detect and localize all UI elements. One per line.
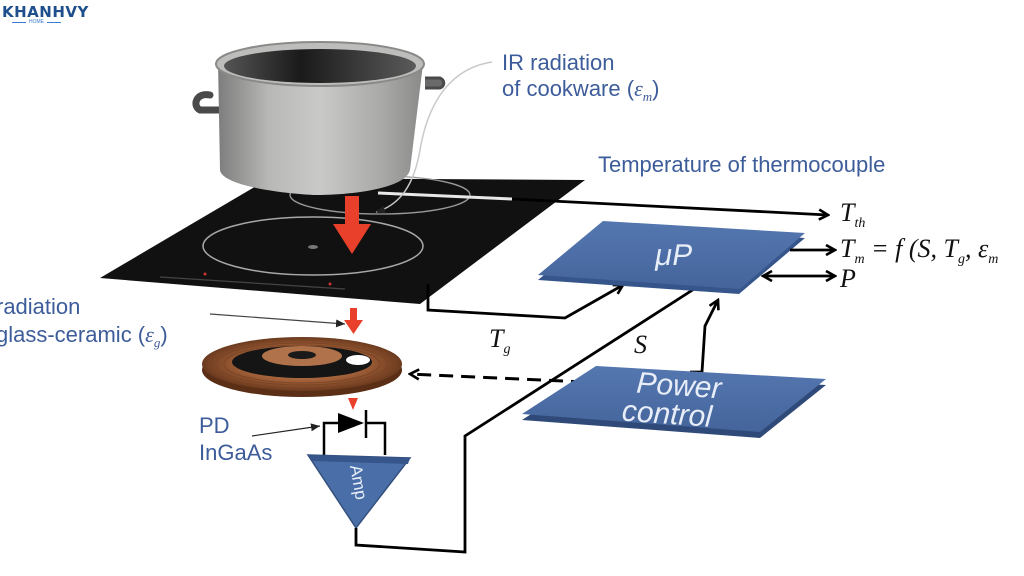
ir-cookware-label-line2: of cookware (εm) <box>502 76 659 109</box>
ir-glass-pointer <box>209 313 346 328</box>
pd-label-line2: InGaAs <box>199 440 273 465</box>
photodiode-icon <box>322 410 387 455</box>
amplifier-block <box>306 454 412 530</box>
logo-brand-text: KHANHVY <box>2 3 89 21</box>
signal-t-th-line <box>511 197 828 215</box>
pd-pointer <box>251 423 321 437</box>
induction-coil-icon <box>202 337 402 397</box>
subscript-th: th <box>854 216 866 231</box>
subscript-g: g <box>957 252 965 267</box>
logo-sub: HOME <box>12 19 102 25</box>
logo-rule <box>12 21 26 23</box>
pd-label-line1: PD <box>199 413 230 438</box>
power-control-label-line2: control <box>621 395 714 434</box>
glass-ceramic-cooktop <box>100 175 585 304</box>
heat-flow-arrow <box>333 196 371 254</box>
signal-t-m-formula: Tm = f (S, Tg, εm <box>840 234 998 268</box>
control-indicator <box>203 272 207 276</box>
glass-radiation-arrow <box>344 308 363 410</box>
power-feed-dashed <box>410 374 586 384</box>
epsilon-glyph: ε <box>634 76 643 101</box>
symbol-t: T <box>840 198 855 227</box>
formula-epsilon: , ε <box>964 234 989 263</box>
ir-glass-label-line1: radiation <box>0 294 81 319</box>
symbol-t: T <box>489 324 504 353</box>
subscript-m: m <box>988 252 999 267</box>
paren-close: ) <box>652 76 660 101</box>
symbol-t: T <box>840 234 855 263</box>
subscript-m: m <box>854 252 865 267</box>
signal-t-g-wire <box>426 284 623 320</box>
logo-sub-text: HOME <box>29 19 44 25</box>
sensor-window <box>346 355 370 365</box>
control-indicator <box>328 282 332 286</box>
epsilon-subscript: m <box>642 89 653 104</box>
power-to-mp-wire <box>690 300 718 374</box>
signal-p-label: P <box>840 264 856 293</box>
signal-s-wire <box>354 282 705 554</box>
epsilon-glyph: ε <box>145 322 154 347</box>
microprocessor-label: μP <box>652 239 695 272</box>
subscript-g: g <box>503 342 511 357</box>
epsilon-subscript: g <box>153 335 161 350</box>
signal-t-g-label: Tg <box>489 324 510 358</box>
pot-interior <box>224 49 416 83</box>
ir-cookware-pointer <box>375 61 493 214</box>
ir-cookware-label-line1: IR radiation <box>502 50 615 75</box>
power-control-label-line1: Power <box>635 367 723 406</box>
pot-right-handle <box>425 76 446 90</box>
ir-glass-label-line2: glass-ceramic (εg) <box>0 322 168 355</box>
thermocouple-label: Temperature of thermocouple <box>598 152 886 177</box>
ir-cookware-text: of cookware ( <box>502 76 635 101</box>
logo-rule <box>47 21 61 23</box>
paren-close: ) <box>160 322 168 347</box>
zone-center-mark <box>308 245 318 249</box>
control-strip <box>159 276 346 290</box>
formula-body: = f (S, T <box>864 234 958 263</box>
microprocessor-block: μP <box>538 221 805 294</box>
front-cooking-zone <box>202 216 424 276</box>
signal-s-label: S <box>634 330 647 359</box>
brand-logo: KHANHVY HOME <box>2 4 102 25</box>
cookware-pot-icon <box>192 41 446 195</box>
epsilon-g-symbol: εg <box>145 322 161 350</box>
pot-left-handle <box>192 91 224 114</box>
power-control-block: Power control <box>522 366 826 438</box>
ir-glass-text: glass-ceramic ( <box>0 322 146 347</box>
epsilon-m-symbol: εm <box>634 76 653 104</box>
thermocouple-probe <box>377 191 513 201</box>
signal-t-th-label: Tth <box>840 198 865 232</box>
